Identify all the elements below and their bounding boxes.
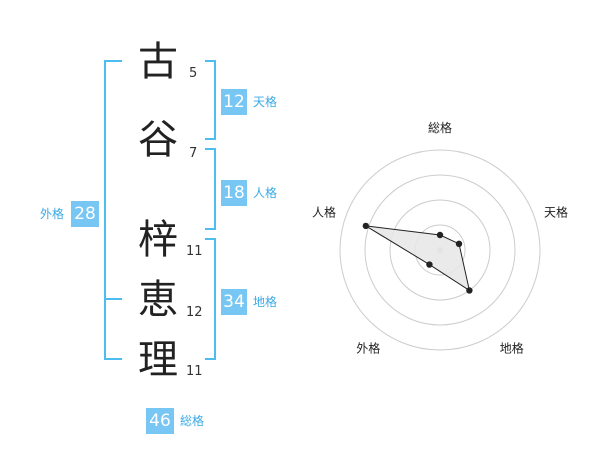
- radar-point: [426, 261, 433, 268]
- surname-stroke-2: 7: [189, 146, 198, 161]
- radar-axis-label: 天格: [544, 204, 568, 219]
- surname-char-2: 谷: [138, 117, 178, 163]
- radar-point: [436, 231, 444, 239]
- tenkaku-label: 天格: [253, 95, 278, 109]
- radar-axis-label: 外格: [356, 341, 380, 356]
- gaikaku-label: 外格: [40, 207, 65, 221]
- surname-char-1: 古: [138, 39, 178, 85]
- jinkaku-badge: 18: [221, 180, 247, 206]
- radar-ring: [364, 174, 516, 326]
- gaikaku-badge: 28: [71, 201, 99, 227]
- radar-ring: [339, 149, 541, 351]
- radar-point: [455, 240, 463, 248]
- radar-point: [466, 287, 473, 294]
- radar-axis-label: 総格: [428, 120, 452, 135]
- radar-ring: [389, 199, 491, 301]
- given-stroke-3: 11: [186, 364, 203, 379]
- chikaku-label: 地格: [253, 295, 278, 309]
- given-char-2: 恵: [138, 277, 178, 323]
- radar-polygon: [365, 225, 471, 292]
- given-char-3: 理: [138, 337, 178, 383]
- given-char-1: 梓: [138, 217, 178, 263]
- chikaku-badge: 34: [221, 289, 247, 315]
- tenkaku-badge: 12: [221, 89, 247, 115]
- surname-stroke-1: 5: [189, 66, 198, 81]
- soukaku-label: 総格: [180, 414, 205, 428]
- radar-point: [362, 222, 370, 230]
- given-stroke-1: 11: [186, 244, 203, 259]
- radar-axis-label: 人格: [312, 204, 336, 219]
- given-stroke-2: 12: [186, 305, 203, 320]
- jinkaku-label: 人格: [253, 186, 278, 200]
- radar-axis-label: 地格: [500, 341, 524, 356]
- soukaku-badge: 46: [146, 408, 174, 434]
